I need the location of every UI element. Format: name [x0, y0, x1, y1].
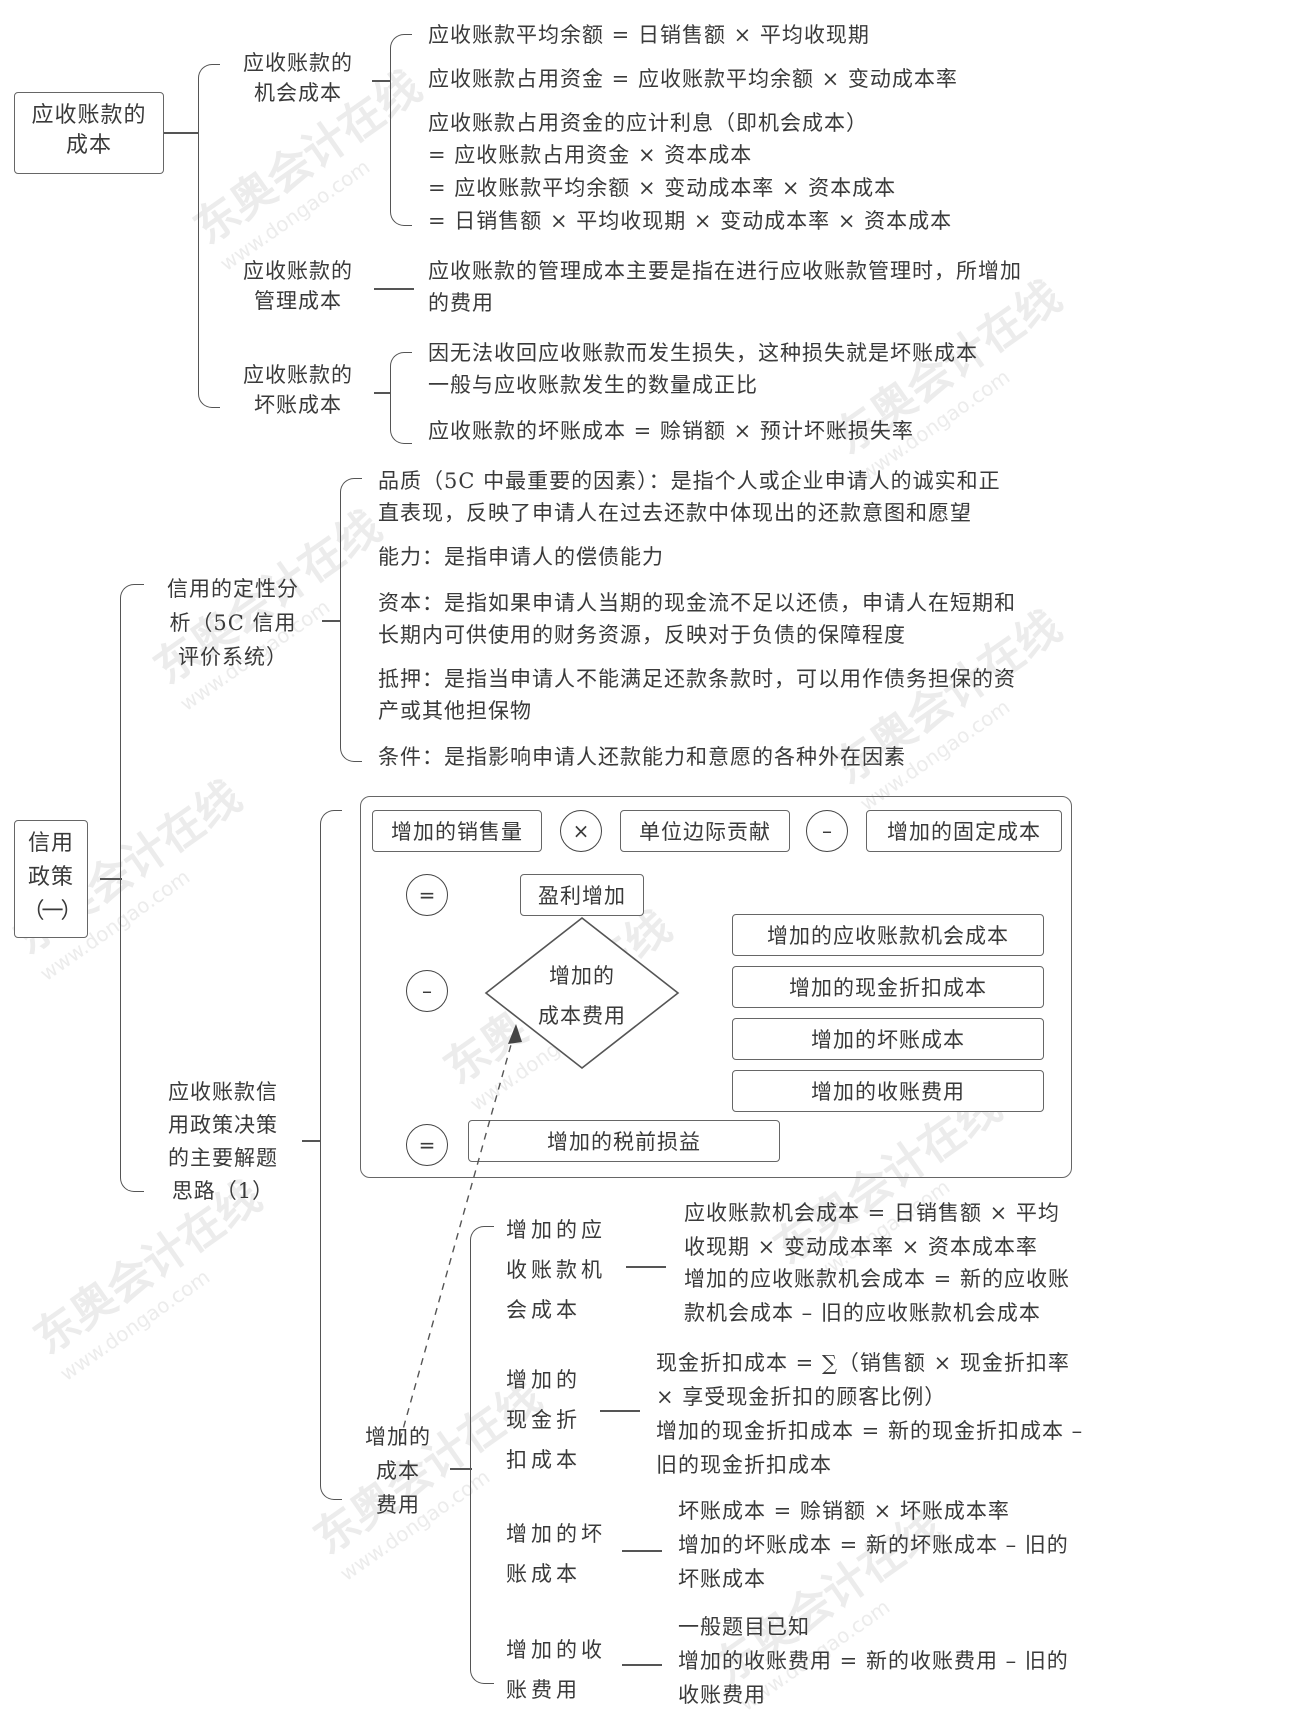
multiply-operator: × [560, 810, 602, 852]
bracket [340, 478, 362, 762]
connector [622, 1550, 662, 1552]
detail-branch-opportunity: 增加的应 收账款机 会成本 [506, 1218, 606, 1322]
profit-increase-box: 盈利增加 [520, 874, 644, 916]
connector [450, 1468, 472, 1470]
5c-item-character: 品质（5C 中最重要的因素）：是指个人或企业申请人的诚实和正 [378, 469, 1001, 493]
5c-item-conditions: 条件：是指影响申请人还款能力和意愿的各种外在因素 [378, 745, 906, 769]
detail-branch-cash-discount: 增加的 现金折 扣成本 [506, 1368, 581, 1472]
bracket [120, 584, 144, 1192]
branch-bad-debt-cost: 应收账款的 坏账成本 [243, 363, 353, 417]
bracket [320, 810, 342, 1500]
connector [302, 1140, 320, 1142]
sales-increase-box: 增加的销售量 [372, 810, 542, 852]
5c-item-capital-cont: 长期内可供使用的财务资源，反映对于负债的保障程度 [378, 623, 906, 647]
pretax-increase-box: 增加的税前损益 [468, 1120, 780, 1162]
cost-increase-label: 增加的 成本费用 [538, 964, 626, 1028]
minus-operator: – [406, 970, 448, 1012]
root-node-credit-policy: 信用 政策 （一） [14, 820, 88, 938]
connector [182, 132, 199, 134]
detail-line: 增加的现金折扣成本 = 新的现金折扣成本 – [656, 1419, 1084, 1443]
cost-item-bad-debt: 增加的坏账成本 [732, 1018, 1044, 1060]
equals-operator: = [406, 874, 448, 916]
5c-item-collateral: 抵押：是指当申请人不能满足还款条款时，可以用作债务担保的资 [378, 667, 1016, 691]
connector [100, 878, 122, 880]
branch-decision-approach: 应收账款信 用政策决策 的主要解题 思路（1） [168, 1080, 278, 1203]
detail-branch-bad-debt: 增加的坏 账成本 [506, 1522, 606, 1586]
formula-line: 应收账款的坏账成本 = 赊销额 × 预计坏账损失率 [428, 419, 914, 443]
detail-line: 应收账款机会成本 = 日销售额 × 平均 [684, 1201, 1060, 1225]
branch-management-cost: 应收账款的 管理成本 [243, 259, 353, 313]
connector [322, 620, 340, 622]
formula-line: 应收账款占用资金 = 应收账款平均余额 × 变动成本率 [428, 67, 958, 91]
detail-line: 增加的收账费用 = 新的收账费用 – 旧的 [678, 1649, 1069, 1673]
fixed-cost-increase-box: 增加的固定成本 [866, 810, 1062, 852]
cost-increase-diamond [484, 916, 680, 1070]
connector [622, 1664, 662, 1666]
detail-line: 旧的现金折扣成本 [656, 1453, 832, 1477]
description-line: 因无法收回应收账款而发生损失，这种损失就是坏账成本 [428, 341, 978, 365]
bracket [390, 34, 412, 226]
equals-operator: = [406, 1124, 448, 1166]
detail-line: 坏账成本 [678, 1567, 766, 1591]
detail-line: × 享受现金折扣的顾客比例） [656, 1385, 947, 1409]
detail-line: 款机会成本 – 旧的应收账款机会成本 [684, 1301, 1041, 1325]
detail-line: 现金折扣成本 = ∑（销售额 × 现金折扣率 [656, 1351, 1070, 1375]
connector [626, 1266, 666, 1268]
connector [374, 392, 390, 394]
detail-line: 坏账成本 = 赊销额 × 坏账成本率 [678, 1499, 1010, 1523]
detail-line: 增加的应收账款机会成本 = 新的应收账 [684, 1267, 1070, 1291]
description-line: 应收账款的管理成本主要是指在进行应收账款管理时，所增加 [428, 259, 1022, 283]
cost-item-collection: 增加的收账费用 [732, 1070, 1044, 1112]
formula-line: = 应收账款平均余额 × 变动成本率 × 资本成本 [428, 176, 897, 200]
cost-item-opportunity: 增加的应收账款机会成本 [732, 914, 1044, 956]
formula-line: 应收账款平均余额 = 日销售额 × 平均收现期 [428, 23, 870, 47]
connector [372, 80, 390, 82]
detail-branch-collection: 增加的收 账费用 [506, 1638, 606, 1702]
bracket [470, 1226, 494, 1684]
connector [164, 132, 182, 134]
detail-line: 增加的坏账成本 = 新的坏账成本 – 旧的 [678, 1533, 1069, 1557]
formula-line: = 应收账款占用资金 × 资本成本 [428, 143, 753, 167]
bracket [390, 352, 412, 444]
branch-opportunity-cost: 应收账款的 机会成本 [243, 51, 353, 105]
5c-item-character-cont: 直表现，反映了申请人在过去还款中体现出的还款意图和愿望 [378, 501, 972, 525]
formula-line: = 日销售额 × 平均收现期 × 变动成本率 × 资本成本 [428, 209, 953, 233]
branch-5c-analysis: 信用的定性分 析（5C 信用 评价系统） [167, 577, 299, 669]
cost-item-cash-discount: 增加的现金折扣成本 [732, 966, 1044, 1008]
bracket [198, 64, 220, 408]
root-node-receivable-cost: 应收账款的 成本 [14, 92, 164, 174]
detail-line: 一般题目已知 [678, 1615, 810, 1639]
5c-item-capital: 资本：是指如果申请人当期的现金流不足以还债，申请人在短期和 [378, 591, 1016, 615]
detail-line: 收账费用 [678, 1683, 766, 1707]
formula-panel [360, 796, 1072, 1178]
5c-item-capacity: 能力：是指申请人的偿债能力 [378, 545, 664, 569]
branch-cost-increase: 增加的 成本 费用 [365, 1425, 431, 1517]
5c-item-collateral-cont: 产或其他担保物 [378, 699, 532, 723]
description-line: 的费用 [428, 291, 494, 315]
connector [374, 288, 414, 290]
unit-margin-box: 单位边际贡献 [620, 810, 790, 852]
detail-line: 收现期 × 变动成本率 × 资本成本率 [684, 1235, 1038, 1259]
minus-operator: – [806, 810, 848, 852]
connector [600, 1410, 640, 1412]
description-line: 一般与应收账款发生的数量成正比 [428, 373, 758, 397]
dashed-arrow-icon [399, 1024, 522, 1441]
formula-line: 应收账款占用资金的应计利息（即机会成本） [428, 111, 868, 135]
